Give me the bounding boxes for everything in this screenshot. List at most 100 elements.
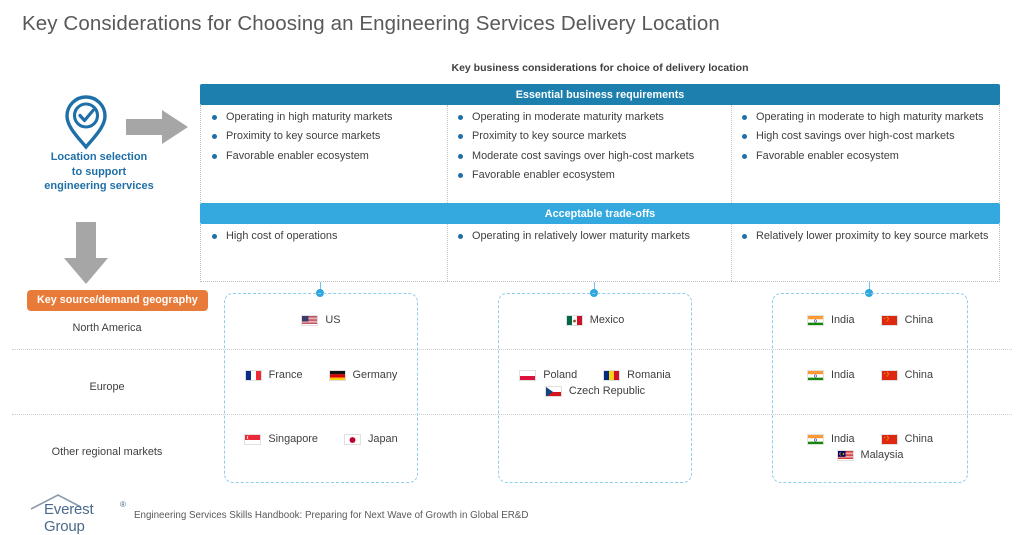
band-essential-business-requirements: Essential business requirements <box>200 84 1000 105</box>
flag-item-poland: Poland <box>519 369 577 381</box>
flag-row-col1-other: Singapore Japan <box>224 433 418 445</box>
logo-registered-mark: ® <box>120 500 126 509</box>
flag-row-col3-europe: India China <box>772 369 968 381</box>
section-caption: Key business considerations for choice o… <box>451 62 749 74</box>
flag-item-singapore: Singapore <box>244 433 318 445</box>
tradeoffs-col2: Operating in relatively lower maturity m… <box>455 229 727 248</box>
flag-item-japan: Japan <box>343 433 398 445</box>
cn-flag-icon <box>880 314 898 326</box>
flag-label: Poland <box>543 369 578 381</box>
cn-flag-icon <box>880 433 898 445</box>
flag-row-col3-north_america: India China <box>772 314 968 326</box>
flag-label: Singapore <box>268 433 318 445</box>
flag-label: China <box>904 369 934 381</box>
essential-col3-list: Operating in moderate to high maturity m… <box>739 110 989 163</box>
left-rail-label: Location selection to support engineerin… <box>8 150 190 194</box>
essential-body: Operating in high maturity markets Proxi… <box>200 105 1000 203</box>
flag-item-india: India <box>806 433 855 445</box>
tradeoffs-col3: Relatively lower proximity to key source… <box>739 229 989 248</box>
band-acceptable-tradeoffs: Acceptable trade-offs <box>200 203 1000 224</box>
flag-label: India <box>830 314 855 326</box>
arrow-right-icon <box>126 110 188 144</box>
left-rail-label-line1: Location selection <box>50 151 148 163</box>
considerations-matrix: Essential business requirements Operatin… <box>200 84 1000 282</box>
mx-flag-icon <box>565 314 583 326</box>
connector-line-3 <box>869 282 870 294</box>
left-rail-label-line2: to support <box>71 165 127 178</box>
footer-caption: Engineering Services Skills Handbook: Pr… <box>134 510 529 521</box>
flag-box-column-3 <box>772 293 968 483</box>
flag-item-romania: Romania <box>603 369 671 381</box>
row-separator-1 <box>12 349 1012 350</box>
tradeoffs-col2-list: Operating in relatively lower maturity m… <box>455 229 727 243</box>
flag-row-col1-north_america: US <box>224 314 418 326</box>
list-item: High cost of operations <box>209 229 444 243</box>
flag-label: Japan <box>367 433 398 445</box>
row-label-north-america: North America <box>72 322 142 334</box>
pl-flag-icon <box>519 369 537 381</box>
flag-item-malaysia: Malaysia <box>836 449 904 461</box>
everest-group-logo: Everest Group ® <box>30 494 126 535</box>
footer: Everest Group ® Engineering Services Ski… <box>30 494 529 535</box>
essential-col2: Operating in moderate maturity markets P… <box>455 110 727 188</box>
essential-col1-list: Operating in high maturity markets Proxi… <box>209 110 444 163</box>
list-item: Moderate cost savings over high-cost mar… <box>455 149 727 163</box>
tradeoffs-col3-list: Relatively lower proximity to key source… <box>739 229 989 243</box>
flag-label: Malaysia <box>860 449 904 461</box>
flag-item-france: France <box>244 369 303 381</box>
column-separator-3 <box>447 224 448 281</box>
arrow-down-icon <box>64 222 108 284</box>
left-rail-label-line3: engineering services <box>44 180 154 192</box>
essential-col3: Operating in moderate to high maturity m… <box>739 110 989 168</box>
flag-box-column-2 <box>498 293 692 483</box>
flag-label: Czech Republic <box>568 385 646 397</box>
row-label-other-regional-markets: Other regional markets <box>51 446 163 458</box>
location-pin-check-icon <box>65 95 107 150</box>
column-separator-1 <box>447 105 448 203</box>
cz-flag-icon <box>544 385 562 397</box>
in-flag-icon <box>806 369 824 381</box>
fr-flag-icon <box>244 369 262 381</box>
flag-label: Romania <box>627 369 671 381</box>
geography-badge: Key source/demand geography <box>27 290 208 311</box>
flag-item-germany: Germany <box>328 369 398 381</box>
flag-row-col2-north_america: Mexico <box>498 314 692 326</box>
flag-item-india: India <box>806 314 855 326</box>
in-flag-icon <box>806 433 824 445</box>
list-item: Favorable enabler ecosystem <box>739 149 989 163</box>
flag-label: India <box>830 433 855 445</box>
column-separator-4 <box>731 224 732 281</box>
flag-label: France <box>268 369 303 381</box>
flag-item-czech-republic: Czech Republic <box>544 385 646 397</box>
flag-label: Germany <box>352 369 398 381</box>
list-item: Operating in moderate to high maturity m… <box>739 110 989 124</box>
tradeoffs-body: High cost of operations Operating in rel… <box>200 224 1000 282</box>
list-item: Relatively lower proximity to key source… <box>739 229 989 243</box>
de-flag-icon <box>328 369 346 381</box>
my-flag-icon <box>836 449 854 461</box>
logo-text: Everest Group <box>44 501 94 535</box>
sg-flag-icon <box>244 433 262 445</box>
caret-logo-icon <box>30 494 82 510</box>
flag-item-mexico: Mexico <box>565 314 625 326</box>
flag-item-india: India <box>806 369 855 381</box>
flag-box-column-1 <box>224 293 418 483</box>
flag-label: Mexico <box>589 314 625 326</box>
flag-label: China <box>904 433 934 445</box>
flag-label: China <box>904 314 934 326</box>
in-flag-icon <box>806 314 824 326</box>
list-item: Favorable enabler ecosystem <box>209 149 444 163</box>
column-separator-2 <box>731 105 732 203</box>
flag-item-china: China <box>880 433 934 445</box>
flag-item-china: China <box>880 369 934 381</box>
connector-line-2 <box>594 282 595 294</box>
band-essential-label: Essential business requirements <box>515 88 685 101</box>
row-separator-2 <box>12 414 1012 415</box>
connector-line-1 <box>320 282 321 294</box>
list-item: Operating in moderate maturity markets <box>455 110 727 124</box>
list-item: Proximity to key source markets <box>209 129 444 143</box>
essential-col1: Operating in high maturity markets Proxi… <box>209 110 444 168</box>
